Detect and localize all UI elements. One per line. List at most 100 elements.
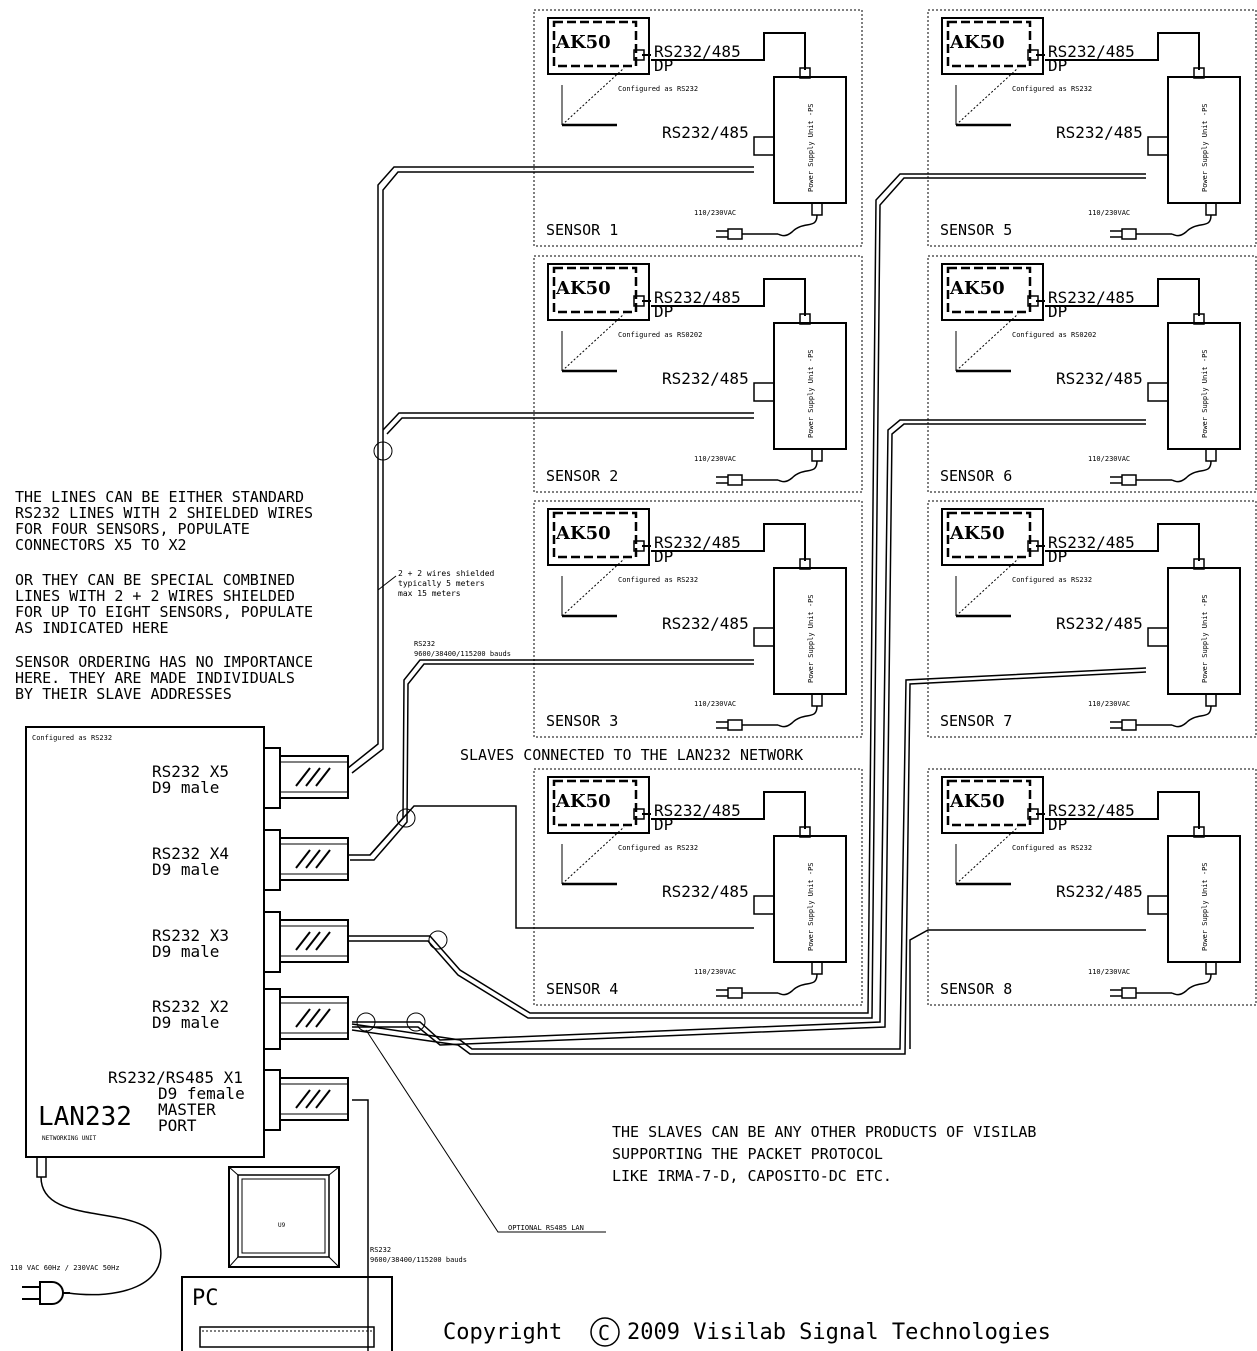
port-x4-connector bbox=[263, 829, 349, 891]
mains-label: 110/230VAC bbox=[1088, 968, 1130, 976]
copyright-symbol: C bbox=[598, 1321, 610, 1345]
dp-label: DP bbox=[1048, 547, 1067, 566]
svg-text:AS INDICATED HERE: AS INDICATED HERE bbox=[15, 619, 169, 637]
sensor-1: AK50 RS232/485 DP Configured as RS232 RS… bbox=[532, 8, 864, 248]
configured-label: Configured as RS232 bbox=[1012, 85, 1092, 93]
port-label: RS232/485 bbox=[654, 42, 741, 61]
ak50-label: AK50 bbox=[949, 32, 1005, 53]
slaves-connected-title: SLAVES CONNECTED TO THE LAN232 NETWORK bbox=[460, 746, 803, 764]
mains-label: 110/230VAC bbox=[694, 968, 736, 976]
copyright: Copyright C 2009 Visilab Signal Technolo… bbox=[443, 1317, 1051, 1347]
monitor-label: U9 bbox=[278, 1222, 286, 1229]
configured-label: Configured as RS232 bbox=[1012, 576, 1092, 584]
mains-label: 110/230VAC bbox=[1088, 455, 1130, 463]
port-label: RS232/485 bbox=[654, 288, 741, 307]
dp-label: DP bbox=[1048, 815, 1067, 834]
port-label: PORT bbox=[158, 1116, 197, 1135]
sensor-label: SENSOR 3 bbox=[546, 712, 618, 730]
sensor-7: AK50 RS232/485 DP Configured as RS232 RS… bbox=[926, 499, 1257, 739]
svg-text:FOR FOUR SENSORS, POPULATE: FOR FOUR SENSORS, POPULATE bbox=[15, 520, 250, 538]
port-x2-connector bbox=[263, 988, 349, 1050]
dp-label: DP bbox=[654, 815, 673, 834]
pc-monitor bbox=[228, 1166, 340, 1268]
psu-label: Power Supply Unit -PS bbox=[807, 103, 815, 192]
port-x3-name: RS232 X3 bbox=[152, 926, 229, 945]
port-x3-type: D9 male bbox=[152, 942, 219, 961]
shield-markers bbox=[356, 441, 448, 1032]
port-x2-type: D9 male bbox=[152, 1013, 219, 1032]
ak50-label: AK50 bbox=[555, 791, 611, 812]
psu-label: Power Supply Unit -PS bbox=[1201, 594, 1209, 683]
lan232-title: LAN232 bbox=[38, 1102, 132, 1132]
dp-label: DP bbox=[654, 302, 673, 321]
port-x4-name: RS232 X4 bbox=[152, 844, 229, 863]
port-label: RS232/485 bbox=[1048, 288, 1135, 307]
copyright-prefix: Copyright bbox=[443, 1320, 562, 1345]
svg-text:2 + 2 wires shielded: 2 + 2 wires shielded bbox=[398, 569, 495, 578]
copyright-suffix: 2009 Visilab Signal Technologies bbox=[627, 1320, 1051, 1345]
port-x4-type: D9 male bbox=[152, 860, 219, 879]
svg-text:OR THEY CAN BE SPECIAL COMBINE: OR THEY CAN BE SPECIAL COMBINED bbox=[15, 571, 295, 589]
svg-text:FOR UP TO EIGHT SENSORS, POPUL: FOR UP TO EIGHT SENSORS, POPULATE bbox=[15, 603, 313, 621]
port-label: RS232/485 bbox=[1048, 42, 1135, 61]
port-label-psu: RS232/485 bbox=[1056, 369, 1143, 388]
port-label-psu: RS232/485 bbox=[662, 369, 749, 388]
psu-label: Power Supply Unit -PS bbox=[807, 349, 815, 438]
port-label-psu: RS232/485 bbox=[1056, 882, 1143, 901]
port-label: RS232/485 bbox=[654, 801, 741, 820]
sensor-4: AK50 RS232/485 DP Configured as RS232 RS… bbox=[532, 767, 864, 1007]
sensor-3: AK50 RS232/485 DP Configured as RS232 RS… bbox=[532, 499, 864, 739]
psu-label: Power Supply Unit -PS bbox=[1201, 103, 1209, 192]
sensor-label: SENSOR 6 bbox=[940, 467, 1012, 485]
svg-text:HERE. THEY ARE MADE INDIVIDUAL: HERE. THEY ARE MADE INDIVIDUALS bbox=[15, 669, 295, 687]
svg-text:RS232: RS232 bbox=[414, 640, 435, 648]
configured-label: Configured as RS232 bbox=[618, 576, 698, 584]
svg-text:THE LINES CAN BE EITHER STANDA: THE LINES CAN BE EITHER STANDARD bbox=[15, 488, 304, 506]
mains-label: 110/230VAC bbox=[694, 700, 736, 708]
ak50-label: AK50 bbox=[555, 523, 611, 544]
svg-text:SENSOR ORDERING HAS NO IMPORTA: SENSOR ORDERING HAS NO IMPORTANCE bbox=[15, 653, 313, 671]
svg-text:typically 5 meters: typically 5 meters bbox=[398, 579, 485, 588]
port-label-psu: RS232/485 bbox=[662, 882, 749, 901]
sensor-label: SENSOR 7 bbox=[940, 712, 1012, 730]
port-x5-name: RS232 X5 bbox=[152, 762, 229, 781]
port-label-psu: RS232/485 bbox=[1056, 123, 1143, 142]
svg-text:CONNECTORS X5 TO X2: CONNECTORS X5 TO X2 bbox=[15, 536, 187, 554]
sensor-6: AK50 RS232/485 DP Configured as RS0202 R… bbox=[926, 254, 1257, 494]
master-port-type: D9 female bbox=[158, 1084, 245, 1103]
svg-text:LINES WITH 2 + 2 WIRES SHIELDE: LINES WITH 2 + 2 WIRES SHIELDED bbox=[15, 587, 295, 605]
dp-label: DP bbox=[654, 56, 673, 75]
configured-label: Configured as RS232 bbox=[618, 85, 698, 93]
mains-supply-label: 110 VAC 60Hz / 230VAC 50Hz bbox=[10, 1264, 120, 1272]
sensor-label: SENSOR 1 bbox=[546, 221, 618, 239]
port-x5-connector bbox=[263, 747, 349, 809]
ak50-label: AK50 bbox=[555, 32, 611, 53]
mains-label: 110/230VAC bbox=[1088, 209, 1130, 217]
sensor-label: SENSOR 4 bbox=[546, 980, 618, 998]
port-x3-connector bbox=[263, 911, 349, 973]
svg-text:BY THEIR SLAVE ADDRESSES: BY THEIR SLAVE ADDRESSES bbox=[15, 685, 232, 703]
ak50-label: AK50 bbox=[555, 278, 611, 299]
ak50-label: AK50 bbox=[949, 791, 1005, 812]
mains-label: 110/230VAC bbox=[694, 209, 736, 217]
ak50-label: AK50 bbox=[949, 523, 1005, 544]
svg-text:9600/38400/115200 bauds: 9600/38400/115200 bauds bbox=[414, 650, 511, 658]
psu-label: Power Supply Unit -PS bbox=[807, 594, 815, 683]
configured-label: Configured as RS0202 bbox=[618, 331, 702, 339]
port-x1-connector bbox=[263, 1069, 349, 1131]
ak50-label: AK50 bbox=[949, 278, 1005, 299]
dp-label: DP bbox=[1048, 302, 1067, 321]
svg-text:max 15 meters: max 15 meters bbox=[398, 589, 461, 598]
sensor-label: SENSOR 5 bbox=[940, 221, 1012, 239]
dp-label: DP bbox=[654, 547, 673, 566]
svg-text:9600/38400/115200 bauds: 9600/38400/115200 bauds bbox=[370, 1256, 467, 1264]
lan232-configured: Configured as RS232 bbox=[32, 734, 112, 742]
port-x2-name: RS232 X2 bbox=[152, 997, 229, 1016]
pc-rs232-note: RS232 9600/38400/115200 bauds bbox=[370, 1246, 467, 1264]
power-plug-icon bbox=[22, 1281, 70, 1305]
cables bbox=[347, 166, 1147, 1351]
svg-text:SUPPORTING THE PACKET PROTOCOL: SUPPORTING THE PACKET PROTOCOL bbox=[612, 1145, 883, 1163]
svg-text:RS232: RS232 bbox=[370, 1246, 391, 1254]
rs232-bauds-note: RS232 9600/38400/115200 bauds bbox=[414, 640, 511, 658]
